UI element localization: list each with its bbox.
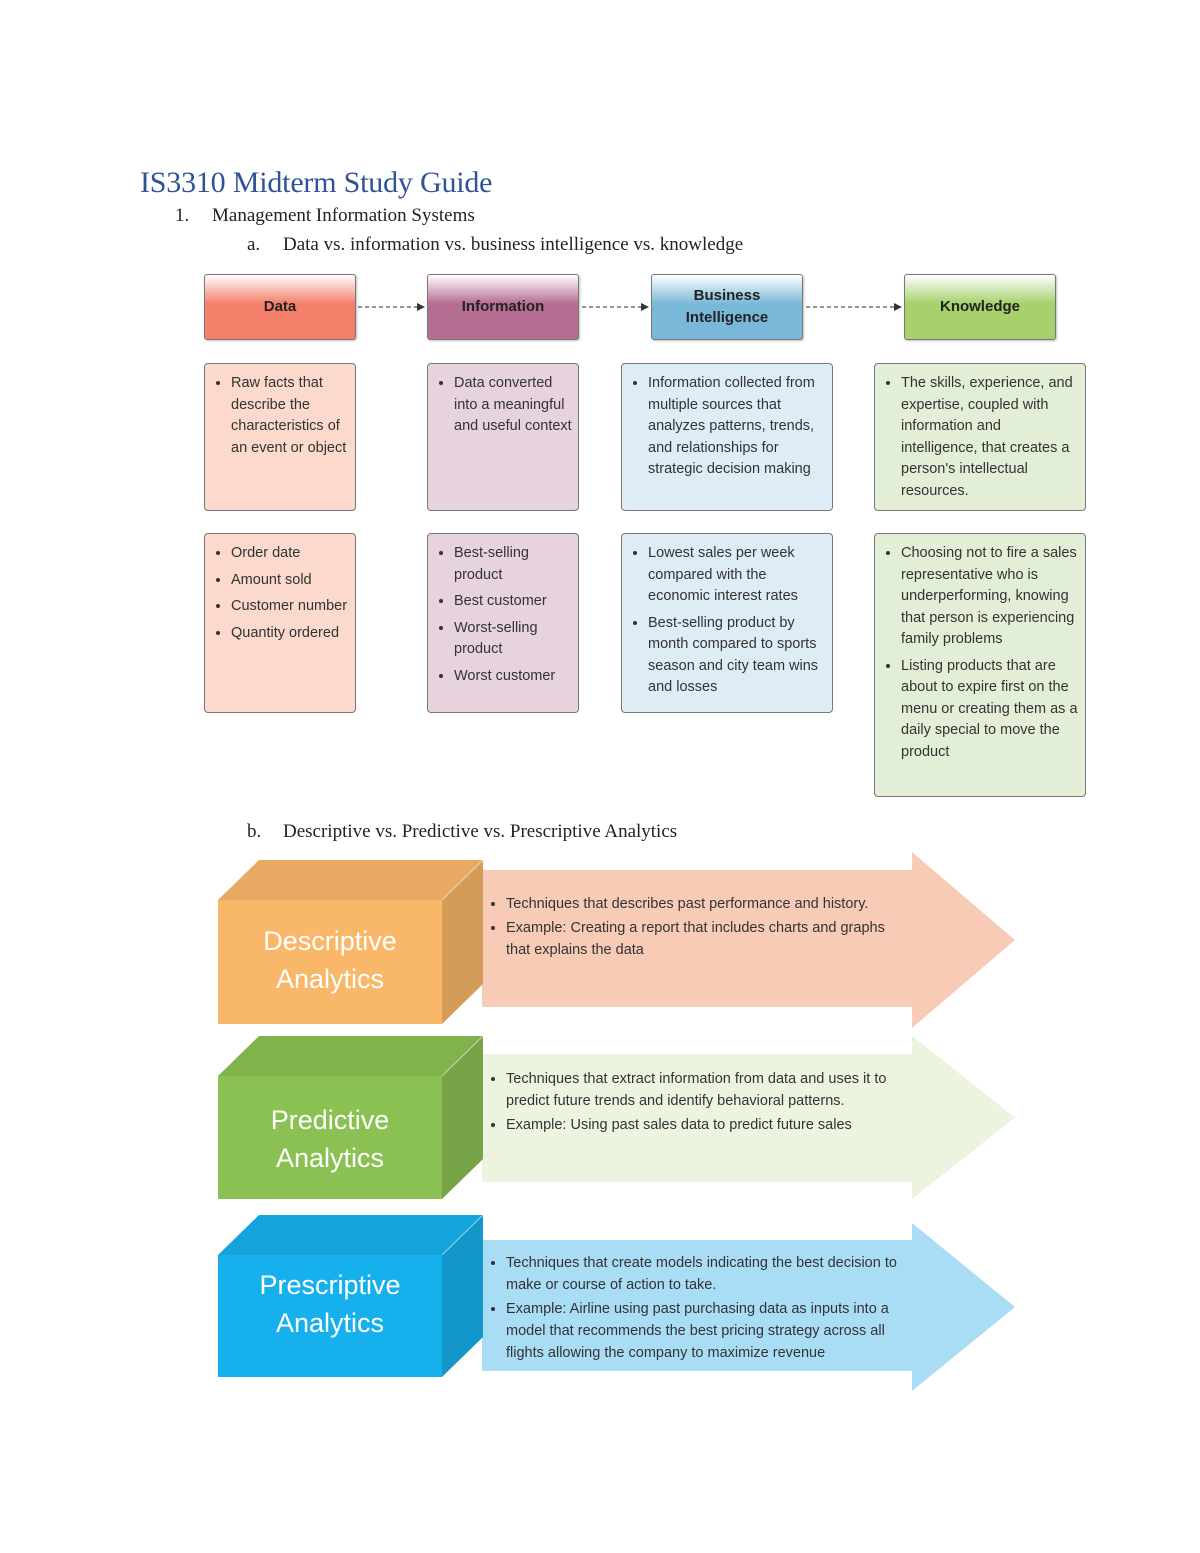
section-title: Management Information Systems xyxy=(212,205,475,226)
document-title: IS3310 Midterm Study Guide xyxy=(140,166,493,199)
bullet-item: The skills, experience, and expertise, c… xyxy=(901,373,1079,502)
bullet-item: Choosing not to fire a sales representat… xyxy=(901,543,1079,651)
analytics-label-descriptive: Descriptive Analytics xyxy=(263,926,397,994)
subsection-title: Descriptive vs. Predictive vs. Prescript… xyxy=(283,821,678,842)
dashed-arrow-icon xyxy=(358,303,425,311)
analytics-bullets-predictive: Techniques that extract information from… xyxy=(490,1068,910,1138)
bullet-item: Best-selling product by month compared t… xyxy=(648,613,826,699)
bullet-item: Quantity ordered xyxy=(231,623,349,645)
bullet-item: Techniques that extract information from… xyxy=(506,1068,910,1112)
definition-box-knowledge: The skills, experience, and expertise, c… xyxy=(874,363,1086,511)
bullet-item: Customer number xyxy=(231,596,349,618)
subsection-heading-a: a. Data vs. information vs. business inte… xyxy=(247,234,743,256)
block-edge-descriptive xyxy=(441,859,484,901)
header-data: Data xyxy=(204,274,356,340)
subsection-title: Data vs. information vs. business intell… xyxy=(283,234,744,255)
definition-box-data: Raw facts that describe the characterist… xyxy=(204,363,356,511)
header-knowledge: Knowledge xyxy=(904,274,1056,340)
header-label: Knowledge xyxy=(939,298,1020,315)
bullet-item: Information collected from multiple sour… xyxy=(648,373,826,481)
bullet-item: Raw facts that describe the characterist… xyxy=(231,373,349,459)
subsection-heading-b: b. Descriptive vs. Predictive vs. Prescri… xyxy=(247,821,677,843)
analytics-bullets-descriptive: Techniques that describes past performan… xyxy=(490,893,910,963)
block-front-face-descriptive xyxy=(218,900,442,1024)
block-top-face-descriptive xyxy=(218,860,483,900)
examples-box-data: Order dateAmount soldCustomer numberQuan… xyxy=(204,533,356,713)
examples-box-information: Best-selling productBest customerWorst-s… xyxy=(427,533,579,713)
bullet-item: Best-selling product xyxy=(454,543,572,586)
header-label: Business Intelligence xyxy=(685,287,769,326)
section-heading-mis: 1. Management Information Systems xyxy=(175,205,475,227)
bullet-item: Techniques that create models indicating… xyxy=(506,1252,920,1296)
bullet-item: Example: Creating a report that includes… xyxy=(506,917,910,961)
subsection-letter: a. xyxy=(247,234,261,255)
analytics-label-prescriptive: Prescriptive Analytics xyxy=(259,1270,401,1338)
bullet-item: Worst customer xyxy=(454,666,572,688)
dashed-arrow-icon xyxy=(582,303,649,311)
block-top-face-prescriptive xyxy=(218,1215,483,1255)
bullet-item: Best customer xyxy=(454,591,572,613)
header-information: Information xyxy=(427,274,579,340)
bullet-item: Amount sold xyxy=(231,570,349,592)
block-front-face-predictive xyxy=(218,1076,442,1199)
analytics-bullets-prescriptive: Techniques that create models indicating… xyxy=(490,1252,920,1366)
block-side-face-predictive xyxy=(442,1036,483,1199)
bullet-item: Data converted into a meaningful and use… xyxy=(454,373,572,438)
block-side-face-descriptive xyxy=(442,860,483,1024)
subsection-letter: b. xyxy=(247,821,262,842)
block-edge-prescriptive xyxy=(441,1214,484,1256)
bullet-item: Example: Airline using past purchasing d… xyxy=(506,1298,920,1364)
bullet-item: Techniques that describes past performan… xyxy=(506,893,910,915)
bullet-item: Order date xyxy=(231,543,349,565)
examples-box-business-intelligence: Lowest sales per week compared with the … xyxy=(621,533,833,713)
examples-box-knowledge: Choosing not to fire a sales representat… xyxy=(874,533,1086,797)
block-front-face-prescriptive xyxy=(218,1255,442,1377)
block-top-face-predictive xyxy=(218,1036,483,1076)
arrow-shape-predictive xyxy=(482,1036,1015,1199)
bullet-item: Listing products that are about to expir… xyxy=(901,656,1079,764)
arrow-shape-prescriptive xyxy=(482,1223,1015,1391)
header-label: Data xyxy=(263,298,297,315)
arrow-shape-descriptive xyxy=(482,852,1015,1028)
definition-box-business-intelligence: Information collected from multiple sour… xyxy=(621,363,833,511)
section-number: 1. xyxy=(175,205,190,226)
bullet-item: Worst-selling product xyxy=(454,618,572,661)
block-side-face-prescriptive xyxy=(442,1215,483,1377)
bullet-item: Example: Using past sales data to predic… xyxy=(506,1114,910,1136)
header-label: Information xyxy=(461,298,545,315)
dashed-arrow-icon xyxy=(806,303,902,311)
header-business-intelligence: Business Intelligence xyxy=(651,274,803,340)
bullet-item: Lowest sales per week compared with the … xyxy=(648,543,826,608)
definition-box-information: Data converted into a meaningful and use… xyxy=(427,363,579,511)
analytics-label-predictive: Predictive Analytics xyxy=(270,1105,390,1173)
block-edge-predictive xyxy=(441,1035,484,1077)
